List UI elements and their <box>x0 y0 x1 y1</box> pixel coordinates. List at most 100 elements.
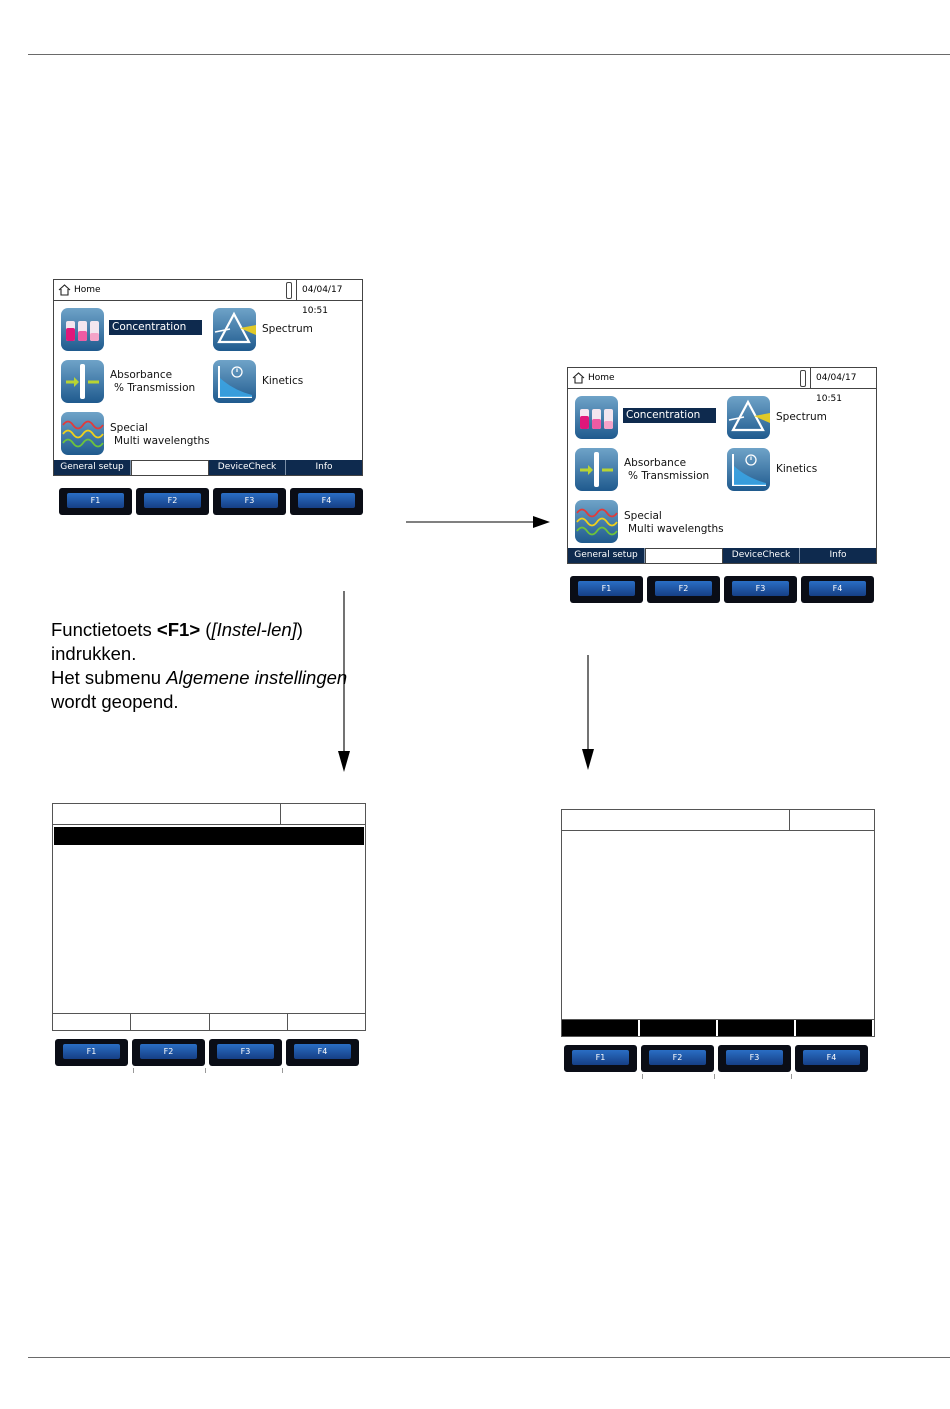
app-absorbance-line1: Absorbance <box>110 369 173 381</box>
f3-key[interactable]: F3 <box>213 488 286 515</box>
submenu-header-cell-right <box>789 810 874 830</box>
app-special-line2: Multi wavelengths <box>114 435 210 447</box>
special-waves-icon[interactable] <box>61 412 104 455</box>
f4-label: F4 <box>803 1050 860 1065</box>
instruction-line2-suffix: wordt geopend. <box>51 691 179 712</box>
f3-label: F3 <box>221 493 278 508</box>
f4-key[interactable]: F4 <box>795 1045 868 1072</box>
softkey-empty[interactable] <box>645 548 723 563</box>
submenu-softkey-right-4[interactable] <box>796 1020 874 1036</box>
f3-key[interactable]: F3 <box>209 1039 282 1066</box>
f4-label: F4 <box>809 581 866 596</box>
f4-label: F4 <box>294 1044 351 1059</box>
function-keys-after: F1 F2 F3 F4 <box>570 576 874 603</box>
instruction-menu-name: [Instel-len] <box>211 619 297 640</box>
top-rule <box>28 54 950 55</box>
concentration-icon[interactable] <box>61 308 104 351</box>
app-absorbance-line2: % Transmission <box>114 382 196 394</box>
app-concentration[interactable]: Concentration <box>623 408 716 423</box>
f1-label: F1 <box>67 493 124 508</box>
f1-key[interactable]: F1 <box>59 488 132 515</box>
f1-label: F1 <box>578 581 635 596</box>
app-absorbance[interactable]: Absorbance % Transmission <box>110 369 195 395</box>
submenu-header <box>53 804 365 825</box>
f4-key[interactable]: F4 <box>801 576 874 603</box>
absorbance-icon[interactable] <box>575 448 618 491</box>
softkey-devicecheck[interactable]: DeviceCheck <box>723 548 800 563</box>
selected-row[interactable] <box>54 827 364 845</box>
f2-key[interactable]: F2 <box>641 1045 714 1072</box>
home-icon <box>58 284 71 296</box>
f2-key[interactable]: F2 <box>647 576 720 603</box>
submenu-softkey-bar <box>53 1013 365 1030</box>
f1-label: F1 <box>63 1044 120 1059</box>
spectrum-prism-icon[interactable] <box>213 308 256 351</box>
f3-label: F3 <box>726 1050 783 1065</box>
instruction-mid1: ( <box>200 619 212 640</box>
kinetics-icon[interactable] <box>213 360 256 403</box>
f2-label: F2 <box>655 581 712 596</box>
header-separator <box>800 370 806 387</box>
app-special[interactable]: Special Multi wavelengths <box>110 422 210 448</box>
concentration-icon[interactable] <box>575 396 618 439</box>
absorbance-icon[interactable] <box>61 360 104 403</box>
instruction-line2-prefix: Het submenu <box>51 667 167 688</box>
f2-key[interactable]: F2 <box>136 488 209 515</box>
instruction-text: Functietoets <F1> ([Instel-len]) indrukk… <box>51 618 351 714</box>
app-kinetics[interactable]: Kinetics <box>776 463 818 475</box>
submenu-header-cell <box>280 804 365 824</box>
header-separator <box>286 282 292 299</box>
home-icon <box>572 372 585 384</box>
spectrum-prism-icon[interactable] <box>727 396 770 439</box>
softkey-general-setup[interactable]: General setup <box>54 460 131 475</box>
submenu-softkey-3[interactable] <box>210 1014 288 1030</box>
submenu-softkey-2[interactable] <box>131 1014 210 1030</box>
app-special-line1: Special <box>624 510 662 522</box>
datetime: 04/04/17 10:51 <box>810 368 876 404</box>
function-keys-left-submenu: F1 F2 F3 F4 <box>55 1039 359 1066</box>
f2-key[interactable]: F2 <box>132 1039 205 1066</box>
softkey-empty[interactable] <box>131 460 209 475</box>
f4-label: F4 <box>298 493 355 508</box>
display-header: Home 04/04/17 10:51 <box>54 280 362 316</box>
softkey-general-setup[interactable]: General setup <box>568 548 645 563</box>
datetime: 04/04/17 10:51 <box>296 280 362 316</box>
submenu-softkey-right-2[interactable] <box>640 1020 718 1036</box>
app-absorbance[interactable]: Absorbance % Transmission <box>624 457 709 483</box>
app-special[interactable]: Special Multi wavelengths <box>624 510 724 536</box>
right-arrow <box>406 516 550 528</box>
app-spectrum[interactable]: Spectrum <box>262 323 313 335</box>
f2-label: F2 <box>140 1044 197 1059</box>
submenu-softkey-1[interactable] <box>53 1014 132 1030</box>
submenu-screen-left <box>52 803 366 1031</box>
f1-key[interactable]: F1 <box>570 576 643 603</box>
app-absorbance-line1: Absorbance <box>624 457 687 469</box>
function-keys-right-submenu: F1 F2 F3 F4 <box>564 1045 868 1072</box>
bottom-rule <box>28 1357 950 1358</box>
app-concentration[interactable]: Concentration <box>109 320 202 335</box>
softkey-devicecheck[interactable]: DeviceCheck <box>209 460 286 475</box>
softkey-info[interactable]: Info <box>800 548 876 563</box>
instruction-submenu-name: Algemene instellingen <box>166 667 348 688</box>
softkey-info[interactable]: Info <box>286 460 362 475</box>
app-spectrum[interactable]: Spectrum <box>776 411 827 423</box>
f2-label: F2 <box>144 493 201 508</box>
display-header: Home 04/04/17 10:51 <box>568 368 876 404</box>
f1-key[interactable]: F1 <box>55 1039 128 1066</box>
special-waves-icon[interactable] <box>575 500 618 543</box>
f3-key[interactable]: F3 <box>724 576 797 603</box>
f4-key[interactable]: F4 <box>286 1039 359 1066</box>
submenu-softkey-right-3[interactable] <box>718 1020 796 1036</box>
f4-key[interactable]: F4 <box>290 488 363 515</box>
f3-key[interactable]: F3 <box>718 1045 791 1072</box>
submenu-softkey-right-1[interactable] <box>562 1020 640 1036</box>
instruction-mid2: ) indrukken. <box>51 619 303 664</box>
home-screen-after: Home 04/04/17 10:51 Concentration Spectr… <box>567 367 877 564</box>
app-kinetics[interactable]: Kinetics <box>262 375 304 387</box>
f1-key[interactable]: F1 <box>564 1045 637 1072</box>
submenu-softkey-4[interactable] <box>288 1014 365 1030</box>
function-keys-before: F1 F2 F3 F4 <box>59 488 363 515</box>
kinetics-icon[interactable] <box>727 448 770 491</box>
f1-label: F1 <box>572 1050 629 1065</box>
softkey-bar: General setup DeviceCheck Info <box>54 460 362 475</box>
